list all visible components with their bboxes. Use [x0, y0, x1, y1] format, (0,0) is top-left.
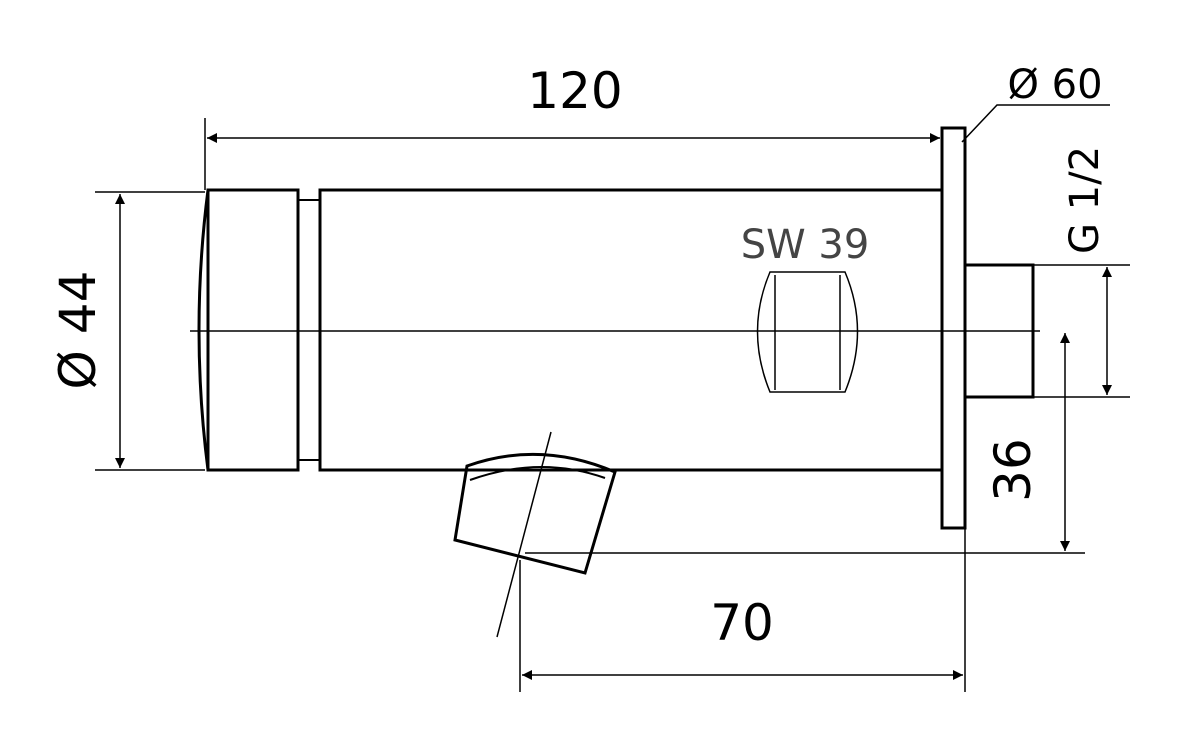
spout-offset-label: 70: [710, 594, 774, 652]
hex-nut-icon: [756, 271, 859, 393]
thread-pipe: [963, 263, 1035, 399]
length-label: 120: [527, 62, 622, 120]
body-diameter-label: Ø 44: [49, 271, 107, 390]
spout-drop-label: 36: [984, 438, 1042, 502]
flange: [940, 126, 967, 530]
wrench-size-label: SW 39: [741, 222, 870, 268]
thread-label: G 1/2: [1062, 146, 1108, 254]
spout: [453, 431, 617, 638]
flange-diameter-label: Ø 60: [1007, 62, 1102, 108]
